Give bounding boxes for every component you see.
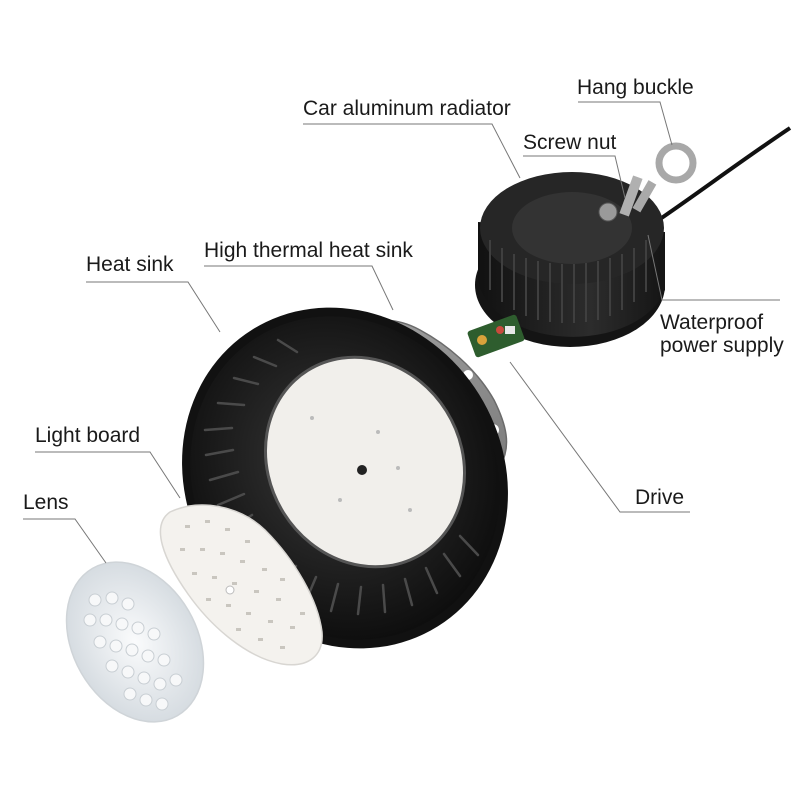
label-hang-buckle: Hang buckle [577,76,694,99]
hang-buckle-icon [655,142,697,184]
heat-sink-face [265,357,465,567]
label-screw-nut: Screw nut [523,131,617,154]
leader-lens [23,518,107,564]
drive-board [467,314,525,358]
leader-car-radiator [303,123,521,179]
leader-drive [509,361,690,513]
label-lens: Lens [23,491,69,514]
label-waterproof-line1: Waterproof [660,311,764,334]
face-holes [310,416,412,512]
led-chips [180,520,305,649]
label-heat-sink: Heat sink [86,253,174,276]
power-supply-unit [475,142,697,347]
psu-fins [489,240,647,323]
leader-hang-buckle [578,101,673,146]
screw-nut-rod [619,175,643,217]
leader-high-thermal [204,265,394,311]
label-car-aluminum-radiator: Car aluminum radiator [303,97,511,120]
label-drive: Drive [635,486,685,509]
light-board [159,504,323,666]
leader-heat-sink [86,281,221,333]
leader-waterproof [647,234,780,301]
lens [65,561,205,723]
psu-top-inner [512,192,632,264]
leader-screw-nut [523,155,626,199]
label-waterproof-line2: power supply [660,334,784,357]
hang-buckle-stem [632,180,657,213]
screw-nut-icon [598,202,618,222]
label-high-thermal-heat-sink: High thermal heat sink [204,239,413,262]
label-light-board: Light board [35,424,141,447]
leader-lines [23,101,780,564]
lens-optics [83,591,183,711]
leader-light-board [35,451,181,499]
